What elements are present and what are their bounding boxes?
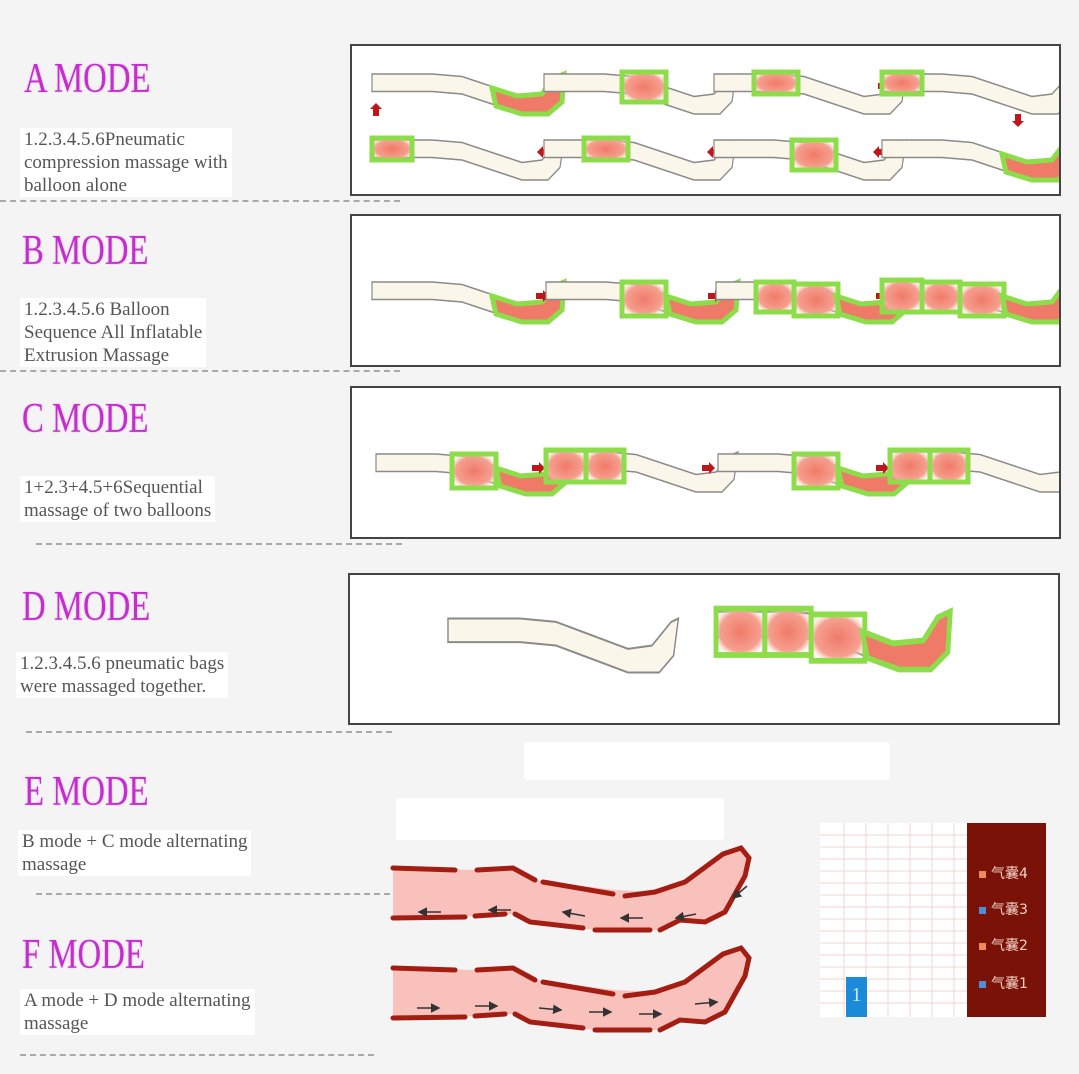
mode-a-description: 1.2.3.4.5.6Pneumatic compression massage… [20, 128, 232, 197]
desc-line: balloon alone [24, 175, 127, 196]
desc-line: massage [24, 1013, 89, 1034]
mode-d-title: D MODE [22, 584, 151, 630]
divider [36, 543, 402, 545]
divider [0, 200, 400, 202]
deflated-leg [447, 617, 680, 674]
legend-item-airbag-4: 气囊4 [979, 863, 1028, 883]
up-arrow-icon [370, 103, 382, 116]
divider [36, 893, 390, 895]
mode-e-leg [393, 848, 749, 930]
desc-line: A mode + D mode alternating [24, 990, 251, 1011]
mode-b-diagram-panel [350, 214, 1061, 367]
divider [26, 731, 392, 733]
mode-c-title: C MODE [22, 396, 149, 442]
chart-bar [846, 977, 867, 1017]
mode-f-leg [393, 948, 749, 1030]
swatch-icon [979, 906, 986, 914]
swatch-icon [979, 980, 986, 988]
desc-line: massage [22, 854, 87, 875]
down-arrow-icon [1012, 114, 1024, 127]
mode-c-sequence-diagram [375, 447, 1059, 497]
mode-e-title: E MODE [24, 769, 149, 815]
mode-d-diagram [447, 605, 953, 674]
divider [20, 1054, 374, 1056]
swatch-icon [979, 870, 986, 878]
mode-c-description: 1+2.3+4.5+6Sequential massage of two bal… [20, 476, 216, 522]
swatch-icon [979, 942, 986, 950]
desc-line: massage of two balloons [24, 500, 212, 521]
blank-banner [396, 798, 724, 840]
desc-line: B mode + C mode alternating [22, 831, 248, 852]
legend-item-airbag-2: 气囊2 [979, 935, 1028, 955]
blank-banner [524, 742, 890, 780]
desc-line: Sequence All Inflatable [24, 322, 203, 343]
airbag-chart-grid [820, 823, 970, 1017]
desc-line: 1+2.3+4.5+6Sequential [24, 477, 203, 498]
desc-line: 1.2.3.4.5.6Pneumatic [24, 129, 185, 150]
mode-a-diagram-panel [350, 44, 1061, 196]
mode-a-sequence-diagram [369, 69, 1059, 183]
airbag-legend: 气囊4 气囊3 气囊2 气囊1 [967, 823, 1046, 1017]
mode-c-diagram-panel [350, 386, 1061, 539]
mode-b-sequence-diagram [371, 277, 1059, 325]
mode-f-title: F MODE [22, 932, 145, 978]
mode-b-description: 1.2.3.4.5.6 Balloon Sequence All Inflata… [20, 298, 207, 367]
mode-f-description: A mode + D mode alternating massage [20, 989, 255, 1035]
fully-inflated-leg [713, 605, 953, 673]
desc-line: 1.2.3.4.5.6 Balloon [24, 299, 170, 320]
desc-line: Extrusion Massage [24, 345, 170, 366]
mode-a-title: A MODE [24, 56, 151, 102]
desc-line: were massaged together. [20, 676, 207, 697]
desc-line: 1.2.3.4.5.6 pneumatic bags [20, 653, 225, 674]
mode-b-title: B MODE [22, 228, 149, 274]
mode-e-description: B mode + C mode alternating massage [18, 830, 252, 876]
mode-d-description: 1.2.3.4.5.6 pneumatic bags were massaged… [16, 652, 229, 698]
divider [0, 370, 400, 372]
chart-bar-label: 1 [851, 984, 862, 1006]
alternating-flow-diagram [385, 840, 785, 1040]
legend-item-airbag-3: 气囊3 [979, 899, 1028, 919]
legend-item-airbag-1: 气囊1 [979, 973, 1028, 993]
desc-line: compression massage with [24, 152, 228, 173]
mode-d-diagram-panel [348, 573, 1060, 725]
